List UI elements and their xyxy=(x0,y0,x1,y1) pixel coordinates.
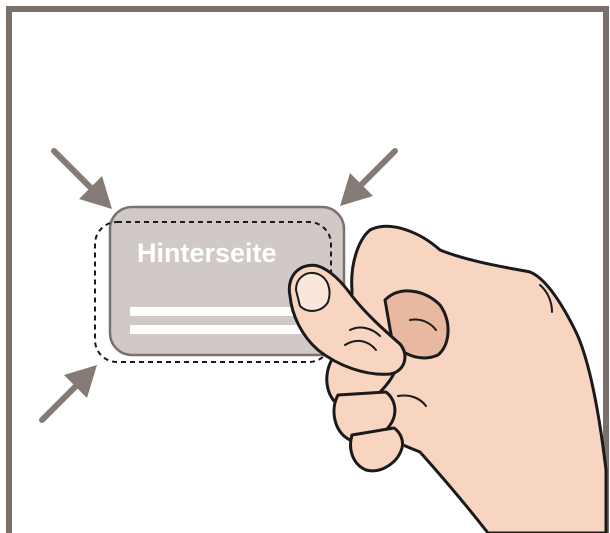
card-stripe-2 xyxy=(130,325,310,334)
arrow-top-right-icon xyxy=(340,151,395,206)
arrow-top-left-icon xyxy=(54,151,112,209)
card-label: Hinterseite xyxy=(137,238,277,268)
thumbnail xyxy=(296,273,330,311)
arrow-bottom-left-icon xyxy=(42,365,97,420)
card-stripe-1 xyxy=(130,307,310,316)
finger-little xyxy=(351,428,403,471)
